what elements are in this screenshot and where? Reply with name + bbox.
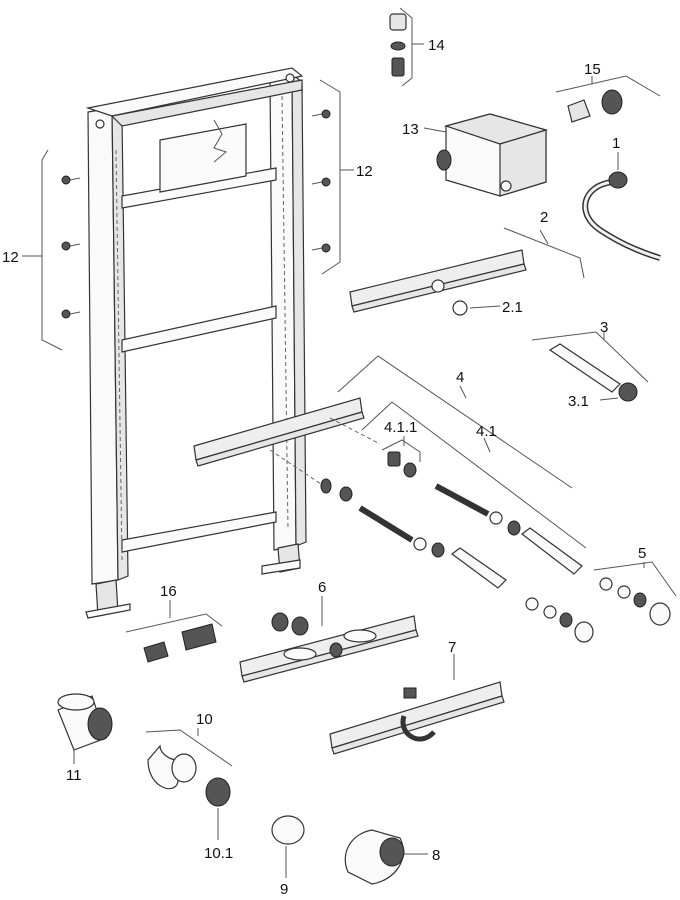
flexible-hose <box>582 152 661 261</box>
valve-set <box>555 75 661 123</box>
label-12-left: 12 <box>2 249 19 266</box>
label-14: 14 <box>428 37 445 54</box>
elbow-10 <box>145 728 233 840</box>
label-15: 15 <box>584 61 601 78</box>
label-8: 8 <box>432 847 440 864</box>
label-11: 11 <box>66 767 82 784</box>
label-3: 3 <box>600 319 608 336</box>
label-4: 4 <box>456 369 464 386</box>
screw-set-left <box>22 149 81 351</box>
label-12-right: 12 <box>356 163 373 180</box>
nut-set-4-1-1 <box>381 436 421 478</box>
screw-set-right <box>311 79 354 275</box>
threaded-rods <box>320 401 594 643</box>
label-3-1: 3.1 <box>568 393 589 410</box>
label-4-1: 4.1 <box>476 423 497 440</box>
label-4-1-1: 4.1.1 <box>384 419 417 436</box>
mounting-rail-7 <box>329 654 505 755</box>
mounting-rail-6 <box>239 596 419 683</box>
mounting-rail-4 <box>193 355 573 491</box>
label-7: 7 <box>448 639 456 656</box>
siphon-8 <box>344 829 428 885</box>
label-9: 9 <box>280 881 288 898</box>
compression-fitting <box>389 7 424 87</box>
cap-9 <box>271 815 305 878</box>
label-10: 10 <box>196 711 213 728</box>
label-1: 1 <box>612 135 620 152</box>
clip-set-16 <box>125 600 223 663</box>
label-2: 2 <box>540 209 548 226</box>
label-5: 5 <box>638 545 646 562</box>
installation-frame <box>85 67 307 619</box>
mounting-rail-2 <box>349 227 585 316</box>
label-13: 13 <box>402 121 419 138</box>
label-10-1: 10.1 <box>204 845 233 862</box>
pipe-3 <box>531 331 649 402</box>
label-6: 6 <box>318 579 326 596</box>
label-2-1: 2.1 <box>502 299 523 316</box>
label-16: 16 <box>160 583 177 600</box>
junction-box <box>423 113 549 197</box>
cap-set-5 <box>593 561 677 626</box>
pipe-piece-11 <box>57 693 113 764</box>
